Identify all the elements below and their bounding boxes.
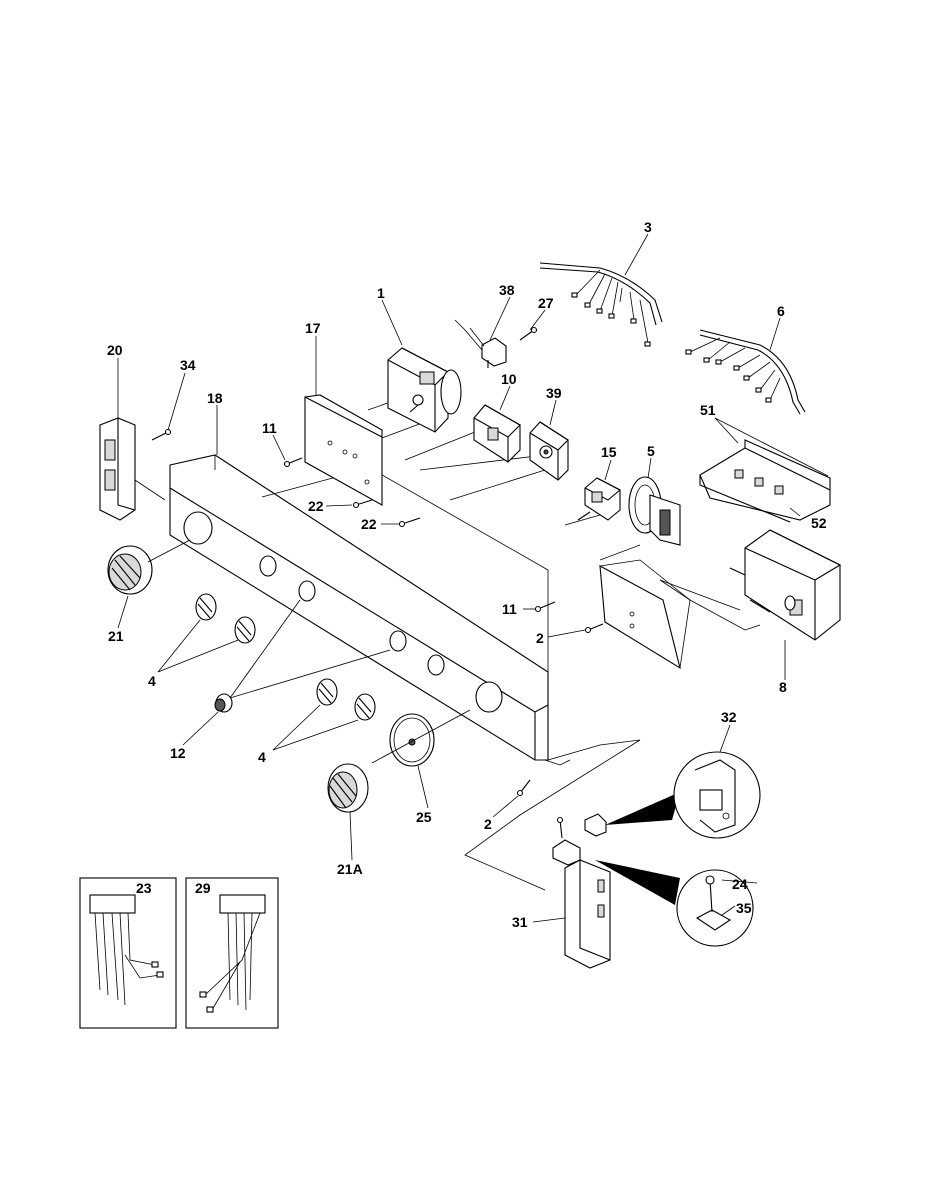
control-panel xyxy=(169,454,641,891)
knob-4-c xyxy=(316,678,338,706)
detail-circle-24-35 xyxy=(595,860,754,947)
screw-11-left xyxy=(283,457,303,468)
callout-5: 5 xyxy=(647,443,655,459)
screw-2-lower xyxy=(516,779,531,797)
callout-17: 17 xyxy=(305,320,321,336)
callout-23: 23 xyxy=(136,880,152,896)
callout-25: 25 xyxy=(416,809,432,825)
wire-harness-3 xyxy=(539,262,663,347)
dial-25 xyxy=(389,713,435,767)
wire-harness-6 xyxy=(685,329,806,415)
callout-21a: 21A xyxy=(337,861,363,877)
callout-35: 35 xyxy=(736,900,752,916)
knob-4-b xyxy=(234,616,256,644)
callout-32: 32 xyxy=(721,709,737,725)
screw-22-upper xyxy=(352,499,373,509)
callout-38: 38 xyxy=(499,282,515,298)
callout-3: 3 xyxy=(644,219,652,235)
button-12 xyxy=(214,693,233,713)
switch-10 xyxy=(473,404,521,463)
callout-24: 24 xyxy=(732,876,748,892)
knob-21a xyxy=(327,763,369,813)
circuit-board-51 xyxy=(699,439,831,523)
screw-27 xyxy=(519,326,538,341)
callout-18: 18 xyxy=(207,390,223,406)
detail-circle-32 xyxy=(605,751,761,839)
callout-1: 1 xyxy=(377,285,385,301)
knob-4-a xyxy=(195,593,217,621)
callout-22-lower: 22 xyxy=(361,516,377,532)
switch-39 xyxy=(529,421,569,481)
leader-lines xyxy=(117,233,829,923)
callout-39: 39 xyxy=(546,385,562,401)
callout-10: 10 xyxy=(501,371,517,387)
right-bracket xyxy=(599,559,691,670)
inset-box-29 xyxy=(185,877,279,1029)
screw-34 xyxy=(151,428,172,441)
callout-2-right: 2 xyxy=(536,630,544,646)
selector-5 xyxy=(628,476,681,546)
callout-29: 29 xyxy=(195,880,211,896)
callout-8: 8 xyxy=(779,679,787,695)
side-bracket-20 xyxy=(99,417,166,521)
callout-20: 20 xyxy=(107,342,123,358)
callout-51: 51 xyxy=(700,402,716,418)
callout-6: 6 xyxy=(777,303,785,319)
callout-labels: 1 2 2 3 4 4 5 6 8 10 11 11 12 15 17 18 2… xyxy=(107,219,827,930)
callout-12: 12 xyxy=(170,745,186,761)
callout-15: 15 xyxy=(601,444,617,460)
knob-21 xyxy=(107,539,191,595)
callout-11-right: 11 xyxy=(502,601,517,617)
screw-22-lower xyxy=(398,517,421,528)
screw-2-right xyxy=(584,623,604,634)
knob-4-d xyxy=(354,693,376,721)
callout-22-upper: 22 xyxy=(308,498,324,514)
callout-4-lower: 4 xyxy=(258,749,266,765)
timer-1 xyxy=(387,347,462,433)
mounting-bracket-17 xyxy=(304,394,383,506)
callout-4-upper: 4 xyxy=(148,673,156,689)
part-38 xyxy=(454,319,507,368)
rotary-switch-15 xyxy=(577,477,621,521)
control-module-8 xyxy=(729,529,842,641)
callout-21: 21 xyxy=(108,628,124,644)
callout-2-lower: 2 xyxy=(484,816,492,832)
bracket-31 xyxy=(552,813,611,969)
callout-27: 27 xyxy=(538,295,554,311)
callout-52: 52 xyxy=(811,515,827,531)
callout-34: 34 xyxy=(180,357,196,373)
inset-box-23 xyxy=(79,877,177,1029)
callout-11-left: 11 xyxy=(262,420,277,436)
screw-11-right xyxy=(534,601,556,613)
callout-31: 31 xyxy=(512,914,528,930)
